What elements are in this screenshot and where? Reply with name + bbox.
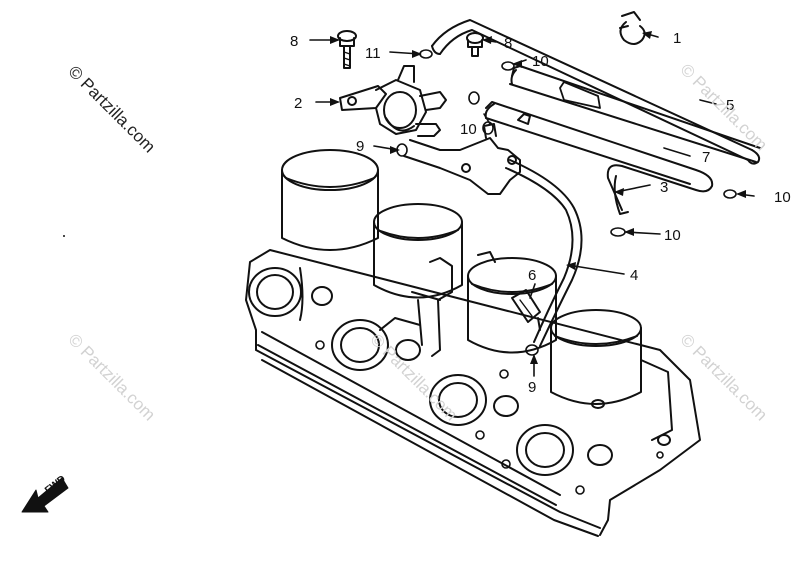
callout-arrowheads [330,31,746,364]
callout-8-left: 8 [290,33,298,50]
callout-10-mid: 10 [460,121,477,138]
stray-dot [63,235,65,237]
fuel-hose-part-5 [431,19,761,165]
carburetor-body-outline [245,249,701,536]
carburetor-4 [516,309,673,476]
callout-9-top: 9 [356,138,364,155]
carburetor-1 [248,149,379,321]
callout-labels: 1 2 3 4 5 6 7 8 8 9 9 10 10 10 10 11 [290,30,791,396]
joint-part-6 [511,289,541,331]
callout-10-top: 10 [532,53,549,70]
fuel-hose-part-7 [509,65,761,163]
callout-4: 4 [630,267,638,284]
callout-6: 6 [528,267,536,284]
fuel-valve-part-2 [339,65,447,137]
callout-8-right: 8 [504,35,512,52]
callout-3: 3 [660,179,668,196]
carburetor-fasteners [315,340,664,495]
bolt-part-8-left [337,30,357,69]
callout-9-bottom: 9 [528,379,536,396]
callout-2: 2 [294,95,302,112]
callout-5: 5 [726,97,734,114]
fuel-hose-part-3 [484,101,714,215]
callout-10-lower: 10 [664,227,681,244]
carburetor-3 [429,251,557,426]
carburetor-assembly [245,149,701,537]
fuel-hose-part-4 [505,159,583,347]
clips-part-9-10-11 [396,49,737,356]
callout-7: 7 [702,149,710,166]
hose-clamp-part-1 [619,11,646,45]
callout-1: 1 [673,30,681,47]
carburetor-bottom-rail [257,344,599,537]
bolt-part-8-right [466,32,484,57]
callout-10-right: 10 [774,189,791,206]
callout-leaders [309,32,755,377]
forward-direction-indicator: FWD [21,474,69,513]
fwd-arrow-icon [21,477,69,513]
carburetor-2 [331,203,463,371]
callout-11: 11 [365,45,381,62]
